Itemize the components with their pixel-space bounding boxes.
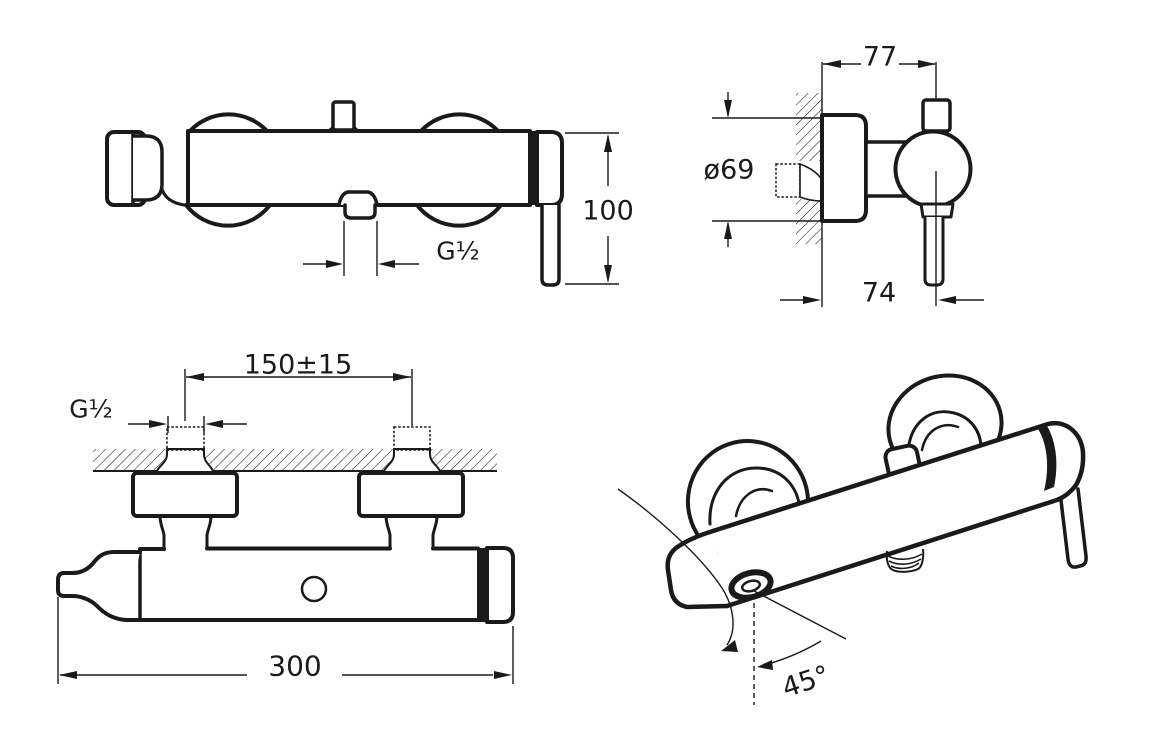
right-escutcheon-rim bbox=[906, 410, 983, 454]
top-fitting-side bbox=[921, 98, 952, 133]
spout-outlet-hole bbox=[740, 579, 762, 593]
bottom-outlet-stub bbox=[343, 203, 377, 220]
spout-underside-curve bbox=[160, 187, 186, 207]
rotation-arrowhead bbox=[721, 640, 738, 652]
body-detail-hole bbox=[300, 575, 328, 603]
left-escutcheon-rim-inner bbox=[734, 488, 774, 518]
body-3d bbox=[710, 420, 1086, 609]
escutcheon-side bbox=[820, 113, 868, 223]
right-escutcheon bbox=[415, 112, 503, 228]
dim-side-escutcheon-diameter: ø69 bbox=[704, 155, 755, 186]
valve-body bbox=[893, 129, 973, 209]
handle-lever-side bbox=[923, 215, 945, 287]
dim-handle-offset: 74 bbox=[780, 278, 984, 309]
handle-lever bbox=[540, 203, 561, 287]
left-escutcheon bbox=[184, 112, 272, 228]
dim-overall-width: 300 bbox=[57, 597, 514, 684]
left-mounting-block bbox=[131, 471, 239, 518]
dim-plan-inlet-thread: G½ bbox=[69, 395, 113, 424]
top-fitting-fillet-right bbox=[352, 122, 363, 132]
dim-plan-inlet-spacing: 150±15 bbox=[244, 350, 353, 381]
dim-perspective-swivel-angle: 45° bbox=[778, 660, 833, 704]
top-inlet-fitting bbox=[331, 100, 356, 132]
dim-side-handle-offset: 74 bbox=[862, 278, 896, 309]
dim-escutcheon-diameter: ø69 bbox=[704, 92, 820, 247]
spout-end-disc-3d bbox=[665, 528, 730, 610]
plan-view: 150±15 G½ 300 bbox=[56, 350, 515, 684]
perspective-view: 45° bbox=[617, 373, 1088, 705]
dim-front-outlet-thread: G½ bbox=[436, 237, 480, 266]
dim-plan-overall-width: 300 bbox=[268, 650, 321, 683]
top-fitting-fillet-left bbox=[324, 122, 335, 132]
right-escutcheon-rim-inner bbox=[920, 424, 960, 452]
end-cap bbox=[535, 130, 564, 207]
end-cap-band-plan bbox=[477, 548, 486, 622]
front-view: 100 G½ bbox=[105, 100, 634, 287]
dim-front-height: 100 bbox=[582, 196, 634, 227]
dim-side-wall-offset: 77 bbox=[863, 42, 897, 73]
end-cap-band-3d bbox=[1038, 426, 1057, 491]
right-mounting-block bbox=[357, 471, 465, 518]
end-cap-plan bbox=[485, 546, 515, 624]
handle-lever-3d bbox=[1058, 487, 1088, 569]
side-view: 77 ø69 74 bbox=[704, 42, 984, 309]
supply-elbow bbox=[799, 162, 823, 202]
dim-inlet-thread: G½ bbox=[69, 395, 247, 433]
spout-knob bbox=[131, 134, 164, 202]
angle-arrowhead bbox=[757, 660, 773, 670]
body-top-edge bbox=[138, 546, 480, 551]
spout-plan bbox=[56, 550, 142, 622]
right-inlet-thread bbox=[393, 426, 431, 451]
dim-height: 100 bbox=[565, 132, 634, 285]
wall-hatching-top bbox=[796, 93, 822, 161]
shower-outlet-thread bbox=[885, 548, 925, 573]
supply-thread-stub bbox=[775, 163, 801, 198]
right-neck bbox=[384, 514, 439, 550]
left-neck bbox=[158, 514, 213, 550]
end-cap-band bbox=[529, 131, 537, 205]
dim-inlet-spacing: 150±15 bbox=[184, 350, 413, 426]
rotation-arc bbox=[617, 488, 734, 646]
handle-nut bbox=[919, 202, 955, 219]
dim-wall-offset: 77 bbox=[823, 42, 936, 73]
left-inlet-thread bbox=[166, 426, 205, 451]
shower-outlet-thread-lines bbox=[887, 553, 923, 570]
left-escutcheon-rim bbox=[708, 466, 802, 526]
bottom-outlet-dome bbox=[337, 190, 379, 207]
angle-leg-line bbox=[753, 590, 847, 640]
dim-outlet-thread: G½ bbox=[303, 221, 480, 276]
